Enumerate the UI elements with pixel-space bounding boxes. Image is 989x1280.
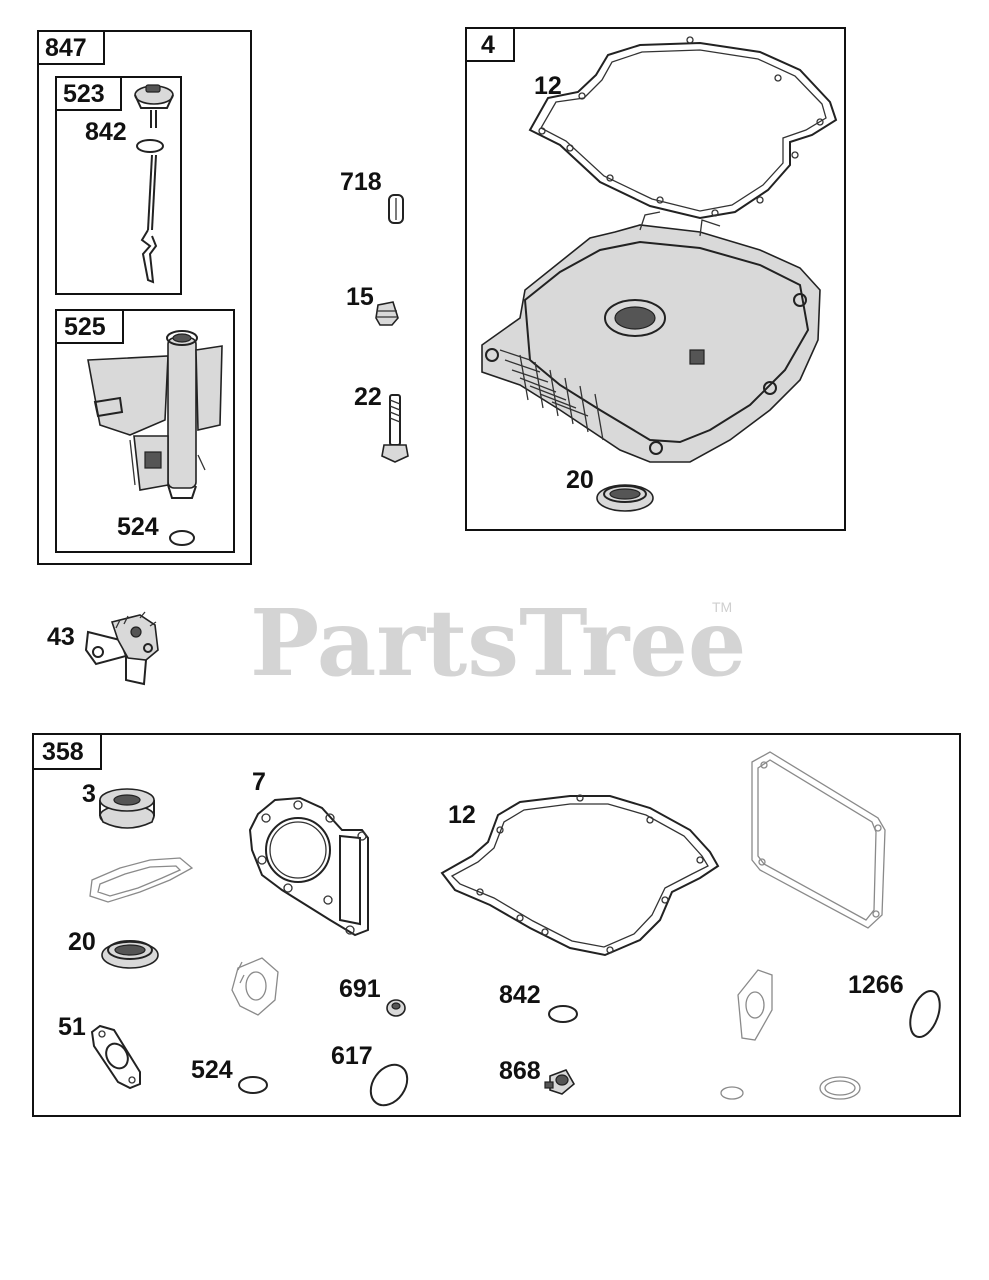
label-617: 617 bbox=[331, 1042, 373, 1070]
label-20[interactable]: 20 bbox=[566, 466, 594, 494]
intake-gasket-part[interactable] bbox=[231, 957, 279, 1016]
assembly-358-frame bbox=[32, 733, 961, 1117]
kit-part-3[interactable]: 3 bbox=[82, 780, 155, 829]
kit-o-ring-617 bbox=[369, 1063, 409, 1107]
label-842-kit: 842 bbox=[499, 981, 541, 1009]
breather-gasket-part[interactable] bbox=[89, 857, 194, 903]
grommet-part bbox=[544, 1069, 576, 1095]
label-12[interactable]: 12 bbox=[534, 72, 562, 100]
label-842[interactable]: 842 bbox=[85, 118, 127, 146]
trademark-mark: TM bbox=[712, 599, 732, 615]
label-691: 691 bbox=[339, 975, 381, 1003]
oil-seal-20[interactable] bbox=[596, 484, 654, 512]
kit-part-868[interactable]: 868 bbox=[499, 1057, 576, 1095]
assembly-847[interactable]: 847 bbox=[37, 30, 252, 565]
label-22: 22 bbox=[354, 383, 382, 411]
assembly-847-frame bbox=[37, 30, 252, 565]
label-718: 718 bbox=[340, 168, 382, 196]
assembly-358-number: 358 bbox=[42, 738, 84, 766]
kit-part-12[interactable]: 12 bbox=[440, 794, 720, 957]
small-gasket-part[interactable] bbox=[737, 969, 773, 1041]
part-43[interactable]: 43 bbox=[47, 611, 159, 686]
assembly-525[interactable]: 525 524 bbox=[55, 309, 235, 553]
kit-part-1266[interactable]: 1266 bbox=[848, 971, 945, 1041]
kit-o-ring-524 bbox=[238, 1076, 268, 1094]
partstree-watermark: PartsTree bbox=[250, 589, 746, 697]
assembly-358[interactable]: 358 bbox=[32, 733, 961, 1117]
label-868: 868 bbox=[499, 1057, 541, 1085]
label-15: 15 bbox=[346, 283, 374, 311]
part-718[interactable]: 718 bbox=[340, 168, 404, 224]
bolt-part bbox=[381, 394, 409, 463]
kit-part-691[interactable]: 691 bbox=[339, 975, 406, 1017]
o-ring-524-part[interactable] bbox=[169, 530, 195, 546]
assembly-525-frame bbox=[55, 309, 235, 553]
label-524[interactable]: 524 bbox=[117, 513, 159, 541]
kit-seal-part bbox=[101, 940, 159, 969]
label-7: 7 bbox=[252, 768, 266, 796]
assembly-4-number: 4 bbox=[481, 31, 495, 59]
kit-part-20[interactable]: 20 bbox=[68, 928, 159, 969]
kit-o-ring-842 bbox=[548, 1005, 578, 1023]
kit-part-842[interactable]: 842 bbox=[499, 981, 578, 1023]
assembly-525-number: 525 bbox=[64, 313, 106, 341]
assembly-523-number: 523 bbox=[63, 80, 105, 108]
label-524-kit: 524 bbox=[191, 1056, 233, 1084]
assembly-4[interactable]: 4 12 bbox=[465, 27, 846, 531]
assembly-358-tag bbox=[32, 733, 102, 770]
label-43: 43 bbox=[47, 623, 75, 651]
dipstick-tube-part[interactable] bbox=[87, 330, 223, 499]
part-15[interactable]: 15 bbox=[346, 283, 399, 326]
assembly-4-tag bbox=[465, 27, 515, 62]
label-20-kit: 20 bbox=[68, 928, 96, 956]
label-51: 51 bbox=[58, 1013, 86, 1041]
valve-seal-part bbox=[386, 999, 406, 1017]
exhaust-gasket-part bbox=[90, 1024, 141, 1090]
sump-gasket-12[interactable] bbox=[528, 36, 838, 220]
o-ring-842-part[interactable] bbox=[136, 139, 164, 153]
assembly-847-tag bbox=[37, 30, 105, 65]
assembly-525-tag bbox=[55, 309, 124, 344]
kit-part-51[interactable]: 51 bbox=[58, 1013, 141, 1090]
label-3: 3 bbox=[82, 780, 96, 808]
engine-sump-part[interactable] bbox=[481, 211, 821, 463]
head-gasket-part bbox=[248, 796, 369, 937]
crank-seal-part bbox=[99, 788, 155, 829]
kit-o-ring-1266 bbox=[909, 990, 941, 1038]
governor-bracket-part bbox=[84, 611, 159, 686]
label-12-kit: 12 bbox=[448, 801, 476, 829]
part-22[interactable]: 22 bbox=[354, 383, 409, 463]
faint-rings-part[interactable] bbox=[720, 1076, 861, 1100]
kit-part-617[interactable]: 617 bbox=[331, 1042, 415, 1112]
dowel-pin-part bbox=[388, 194, 404, 224]
valve-cover-gasket-part[interactable] bbox=[751, 751, 886, 929]
dipstick-part[interactable] bbox=[134, 84, 174, 284]
plug-part bbox=[375, 301, 399, 326]
label-1266: 1266 bbox=[848, 971, 904, 999]
assembly-523-tag bbox=[55, 76, 122, 111]
kit-part-524[interactable]: 524 bbox=[191, 1056, 268, 1094]
kit-part-7[interactable]: 7 bbox=[248, 768, 369, 937]
assembly-523[interactable]: 523 842 bbox=[55, 76, 182, 295]
assembly-4-frame bbox=[465, 27, 846, 531]
assembly-847-number: 847 bbox=[45, 34, 87, 62]
kit-sump-gasket-part bbox=[440, 794, 720, 957]
